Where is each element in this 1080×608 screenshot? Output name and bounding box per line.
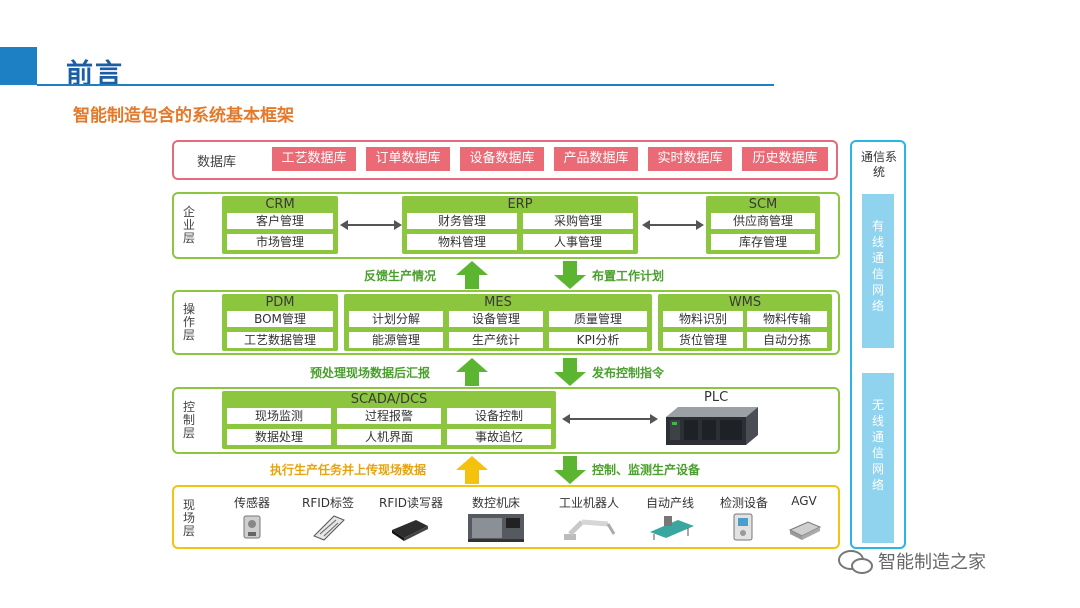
header-divider [37, 84, 774, 86]
wms-title: WMS [728, 295, 762, 310]
down-arrow-icon [554, 261, 586, 289]
mes-cell: 设备管理 [448, 310, 544, 328]
db-item-order: 订单数据库 [366, 147, 450, 171]
wms-cell: 物料识别 [662, 310, 744, 328]
up-arrow-icon [456, 358, 488, 386]
mes-cell: 质量管理 [548, 310, 648, 328]
scada-cell: 设备控制 [446, 407, 552, 425]
feedback-label: 反馈生产情况 [364, 269, 437, 283]
production-line-icon [650, 516, 694, 540]
scada-cell: 事故追忆 [446, 428, 552, 446]
erp-cell: 人事管理 [522, 233, 634, 251]
control-command-label: 发布控制指令 [592, 366, 665, 380]
pdm-cell: 工艺数据管理 [226, 331, 334, 349]
watermark-text: 智能制造之家 [878, 552, 986, 573]
wireless-network-label: 无线通信网络 [871, 398, 884, 492]
comm-title: 通信系统 [860, 150, 897, 179]
device-label: 自动产线 [645, 496, 694, 510]
db-item-process: 工艺数据库 [272, 147, 356, 171]
scm-title: SCM [748, 197, 778, 212]
enterprise-label: 企业层 [182, 205, 195, 245]
erp-cell: 物料管理 [406, 233, 518, 251]
scada-cell: 现场监测 [226, 407, 332, 425]
header-accent-block [0, 47, 37, 85]
pdm-title: PDM [265, 295, 295, 310]
scada-plc-connector [562, 414, 658, 424]
wms-cell: 物料传输 [746, 310, 828, 328]
plan-label: 布置工作计划 [592, 269, 665, 283]
erp-cell: 采购管理 [522, 212, 634, 230]
crm-cell: 客户管理 [226, 212, 334, 230]
execute-upload-label: 执行生产任务并上传现场数据 [270, 463, 427, 477]
db-item-realtime: 实时数据库 [648, 147, 732, 171]
field-label: 现场层 [182, 498, 195, 538]
down-arrow-icon [554, 358, 586, 386]
up-arrow-icon [456, 261, 488, 289]
scada-cell: 人机界面 [336, 428, 442, 446]
preprocess-label: 预处理现场数据后汇报 [310, 366, 431, 380]
page-subtitle: 智能制造包含的系统基本框架 [73, 106, 294, 126]
crm-title: CRM [265, 197, 295, 212]
device-label: RFID标签 [301, 496, 355, 510]
mes-cell: 生产统计 [448, 331, 544, 349]
plc-label: PLC [704, 390, 729, 405]
industrial-robot-icon [564, 519, 616, 540]
device-label: 数控机床 [471, 496, 520, 510]
cnc-machine-icon [468, 514, 524, 542]
plc-device-icon [666, 407, 758, 445]
device-label: 检测设备 [719, 496, 768, 510]
db-item-equipment: 设备数据库 [460, 147, 544, 171]
wechat-icon [838, 550, 873, 574]
wired-network-label: 有线通信网络 [871, 219, 884, 313]
down-arrow-icon [554, 456, 586, 484]
rfid-reader-icon [392, 520, 428, 541]
scm-cell: 供应商管理 [710, 212, 816, 230]
wired-network: 有线通信网络 [862, 194, 894, 348]
scada-title: SCADA/DCS [350, 392, 428, 407]
wms-cell: 货位管理 [662, 331, 744, 349]
erp-scm-connector [642, 220, 704, 230]
scm-cell: 库存管理 [710, 233, 816, 251]
agv-icon [788, 521, 822, 540]
wms-cell: 自动分拣 [746, 331, 828, 349]
mes-title: MES [484, 295, 512, 310]
operation-label: 操作层 [182, 302, 195, 342]
device-label: 传感器 [233, 496, 270, 510]
inspection-device-icon [733, 513, 753, 541]
control-monitor-label: 控制、监测生产设备 [592, 463, 701, 477]
erp-cell: 财务管理 [406, 212, 518, 230]
wireless-network: 无线通信网络 [862, 373, 894, 543]
db-item-history: 历史数据库 [742, 147, 828, 171]
mes-cell: 计划分解 [348, 310, 444, 328]
scada-cell: 数据处理 [226, 428, 332, 446]
crm-cell: 市场管理 [226, 233, 334, 251]
rfid-tag-icon [313, 515, 345, 541]
crm-erp-connector [340, 220, 402, 230]
up-arrow-icon [456, 456, 488, 484]
device-label: AGV [791, 494, 817, 508]
device-label: RFID读写器 [378, 496, 444, 510]
db-item-product: 产品数据库 [554, 147, 638, 171]
database-label: 数据库 [197, 155, 237, 170]
device-label: 工业机器人 [558, 496, 619, 510]
mes-cell: 能源管理 [348, 331, 444, 349]
control-label: 控制层 [182, 400, 195, 440]
erp-title: ERP [507, 197, 533, 212]
pdm-cell: BOM管理 [226, 310, 334, 328]
sensor-icon [243, 515, 261, 539]
mes-cell: KPI分析 [548, 331, 648, 349]
scada-cell: 过程报警 [336, 407, 442, 425]
